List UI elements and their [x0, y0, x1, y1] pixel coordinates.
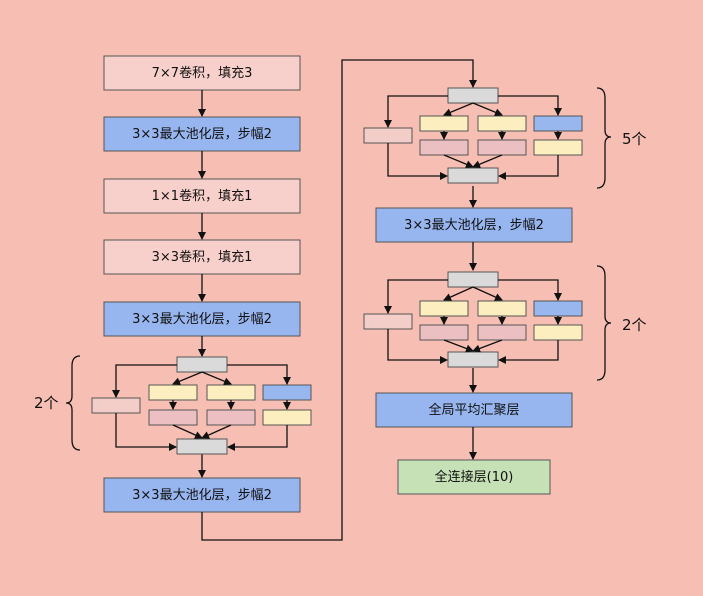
inception-branch-left-out — [387, 143, 448, 180]
conv3-block: 3×3卷积，填充1 — [103, 239, 301, 275]
left-repeat-brace: 2个 — [34, 355, 81, 451]
inception-branch-mid-2-top-box — [206, 384, 256, 401]
inception-branch-left-box — [363, 127, 413, 144]
inception-bottom-hub — [176, 438, 228, 455]
inception-branch-right-bottom-box — [533, 139, 583, 156]
inception-branch-right-out — [498, 340, 559, 364]
inception-branch-right-out — [498, 155, 559, 180]
inception-branch-mid-2-out — [472, 154, 503, 169]
inception-branch-mid-2-in — [201, 371, 232, 386]
inception-branch-mid-1-bottom-box — [419, 324, 469, 341]
pool1-block: 3×3最大池化层，步幅2 — [103, 116, 301, 152]
conv7-block: 7×7卷积，填充3 — [103, 55, 301, 91]
inception-branch-right-bottom-box — [533, 324, 583, 341]
pool1-label: 3×3最大池化层，步幅2 — [132, 127, 272, 142]
conv1-block: 1×1卷积，填充1 — [103, 178, 301, 214]
conv3-label: 3×3卷积，填充1 — [152, 249, 253, 265]
inception-branch-mid-2-bottom-box — [477, 139, 527, 156]
right-top-repeat-label: 5个 — [622, 130, 647, 148]
inception-bottom-hub — [447, 167, 499, 184]
inception-top-hub — [447, 271, 499, 288]
inception-branch-mid-1-top-box — [419, 300, 469, 317]
gap-label: 全局平均汇聚层 — [428, 402, 519, 418]
inception-top-hub — [447, 87, 499, 104]
inception-branch-right-in — [227, 364, 291, 385]
fc-block: 全连接层(10) — [397, 459, 551, 495]
inception-branch-mid-1-out — [443, 339, 474, 353]
inception-branch-right-top-box — [262, 384, 312, 401]
right-repeat-brace-top: 5个 — [596, 87, 647, 189]
inception-branch-mid-1-bottom-box — [148, 409, 198, 426]
inception-branch-mid-1-in — [172, 371, 203, 386]
inception-branch-left-in — [384, 95, 448, 128]
inception-branch-right-in — [498, 279, 562, 301]
inception-top-hub — [176, 356, 228, 373]
right-bottom-repeat-label: 2个 — [622, 316, 647, 334]
inception-branch-right-top-box — [533, 300, 583, 317]
pool3-label: 3×3最大池化层，步幅2 — [132, 488, 272, 503]
inception-branch-mid-2-out — [201, 424, 232, 439]
inception-branch-mid-2-top-box — [477, 300, 527, 317]
column-connector — [201, 59, 477, 541]
inception-branch-mid-1-top-box — [419, 115, 469, 132]
conv1-label: 1×1卷积，填充1 — [152, 188, 253, 204]
inception-branch-left-out — [115, 413, 177, 451]
pool4-label: 3×3最大池化层，步幅2 — [404, 218, 544, 233]
inception-branch-mid-1-bottom-box — [419, 139, 469, 156]
inception-branch-left-in — [112, 364, 177, 398]
inception-bottom-hub — [447, 351, 499, 368]
inception-branch-right-in — [498, 95, 562, 116]
pool4-block: 3×3最大池化层，步幅2 — [375, 207, 573, 243]
inception-branch-right-out — [227, 425, 288, 451]
inception-branch-mid-2-top-box — [477, 115, 527, 132]
inception-branch-left-in — [384, 279, 448, 314]
fc-label: 全连接层(10) — [435, 469, 514, 485]
inception-block-left — [91, 356, 312, 455]
inception-branch-mid-2-out — [472, 339, 503, 353]
inception-branch-mid-1-out — [443, 154, 474, 169]
left-repeat-label: 2个 — [34, 394, 59, 412]
pool2-block: 3×3最大池化层，步幅2 — [103, 301, 301, 337]
inception-branch-left-box — [363, 313, 413, 330]
inception-branch-mid-2-bottom-box — [477, 324, 527, 341]
inception-branch-mid-2-bottom-box — [206, 409, 256, 426]
inception-block-right-bottom — [363, 271, 583, 368]
inception-branch-mid-1-in — [443, 102, 474, 117]
inception-branch-right-bottom-box — [262, 409, 312, 426]
pool2-label: 3×3最大池化层，步幅2 — [132, 312, 272, 327]
inception-branch-mid-1-in — [443, 286, 474, 301]
pool3-block: 3×3最大池化层，步幅2 — [103, 477, 301, 513]
inception-branch-mid-2-in — [472, 102, 503, 117]
inception-branch-left-out — [387, 329, 448, 364]
conv7-label: 7×7卷积，填充3 — [152, 65, 253, 81]
inception-branch-mid-2-in — [472, 286, 503, 301]
inception-branch-right-top-box — [533, 115, 583, 132]
right-repeat-brace-bottom: 2个 — [596, 265, 647, 381]
gap-block: 全局平均汇聚层 — [375, 392, 573, 428]
inception-branch-mid-1-out — [172, 424, 203, 439]
inception-branch-left-box — [91, 397, 141, 414]
inception-branch-mid-1-top-box — [148, 384, 198, 401]
inception-block-right-top — [363, 87, 583, 184]
